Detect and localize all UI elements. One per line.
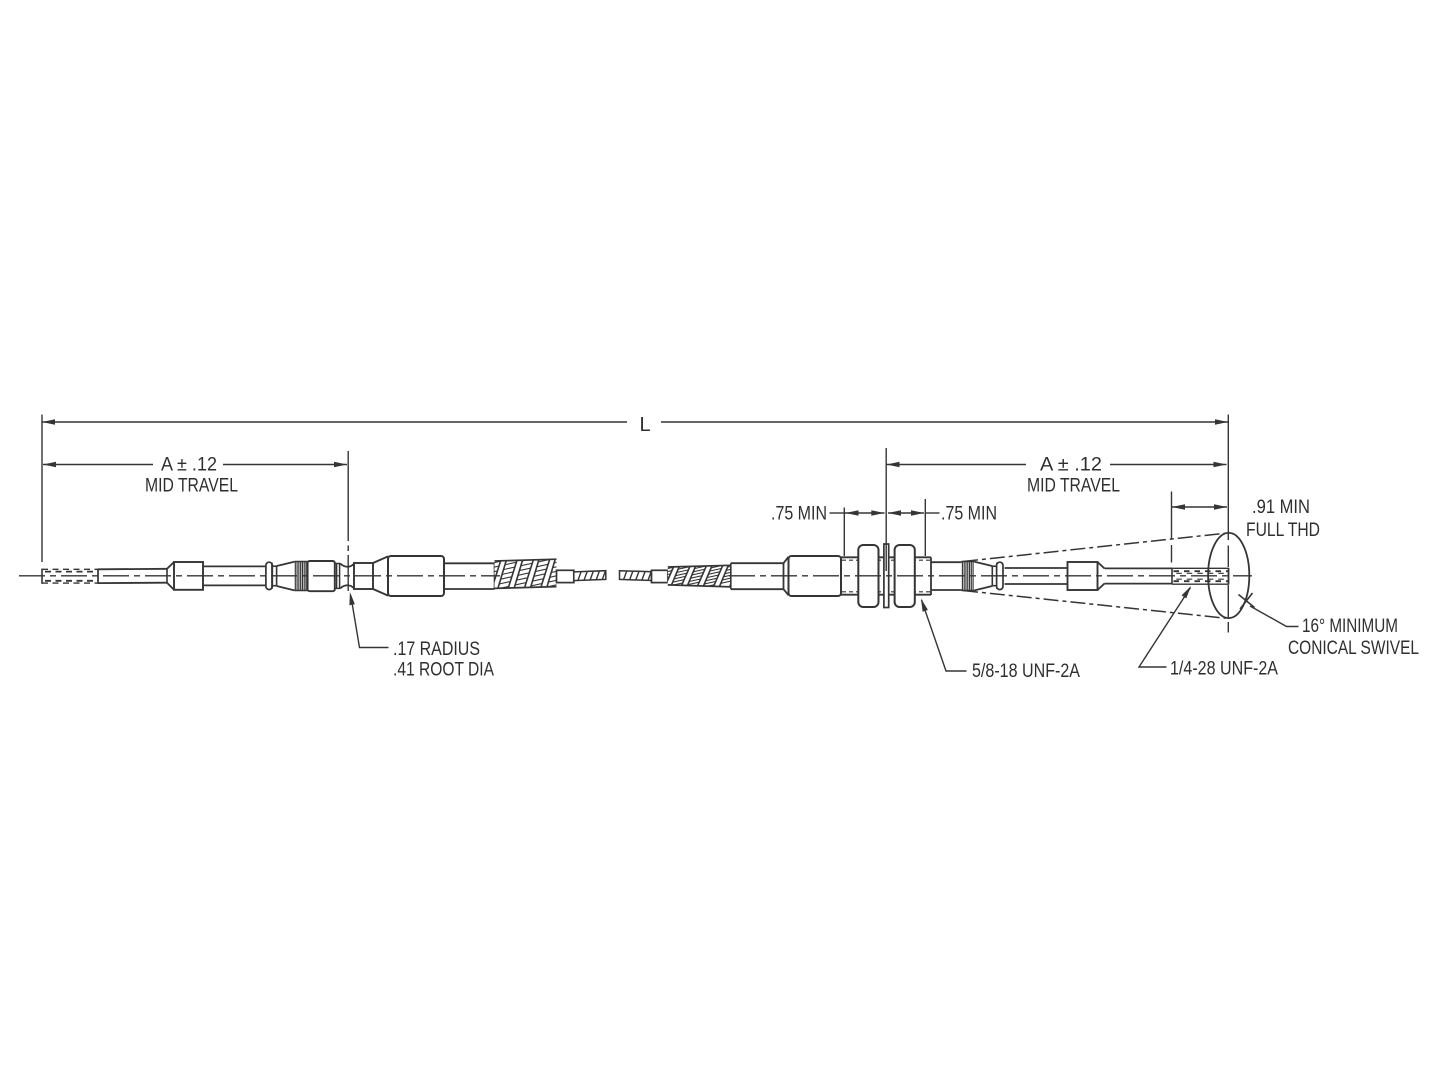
svg-text:.75 MIN: .75 MIN [941, 504, 997, 525]
svg-text:A ± .12: A ± .12 [1040, 455, 1102, 476]
svg-text:CONICAL SWIVEL: CONICAL SWIVEL [1288, 638, 1419, 659]
svg-text:16° MINIMUM: 16° MINIMUM [1302, 616, 1398, 637]
svg-text:.75 MIN: .75 MIN [771, 504, 827, 525]
svg-text:MID TRAVEL: MID TRAVEL [1027, 476, 1120, 497]
svg-text:.41 ROOT DIA: .41 ROOT DIA [393, 660, 494, 681]
svg-text:.91 MIN: .91 MIN [1252, 497, 1310, 518]
svg-text:A ± .12: A ± .12 [161, 455, 217, 476]
svg-text:MID TRAVEL: MID TRAVEL [145, 476, 238, 497]
svg-text:L: L [639, 414, 650, 436]
svg-text:5/8-18 UNF-2A: 5/8-18 UNF-2A [972, 661, 1080, 682]
svg-text:FULL THD: FULL THD [1246, 520, 1320, 541]
svg-text:.17 RADIUS: .17 RADIUS [393, 639, 480, 660]
svg-text:1/4-28 UNF-2A: 1/4-28 UNF-2A [1170, 659, 1278, 680]
